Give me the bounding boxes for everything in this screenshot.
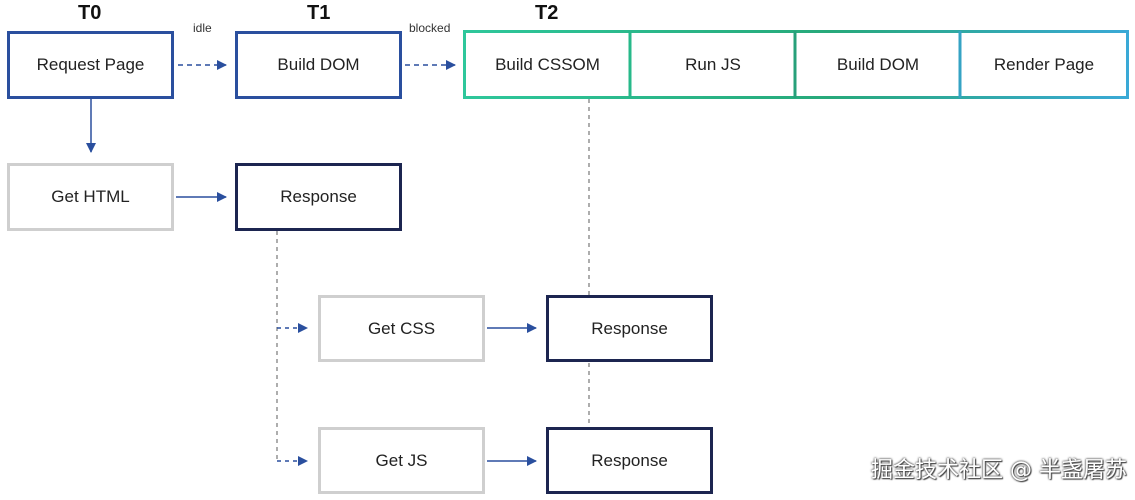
render-page-box: Render Page: [993, 54, 1095, 74]
css-response-box: Response: [546, 295, 713, 362]
build-dom-box-1: Build DOM: [235, 31, 402, 99]
watermark-text: 掘金技术社区 @ 半盏屠苏: [871, 458, 1127, 483]
js-response-box: Response: [546, 427, 713, 494]
get-js-box: Get JS: [318, 427, 485, 494]
time-label-t1: T1: [307, 2, 331, 24]
time-label-t0: T0: [78, 2, 102, 24]
idle-label: idle: [193, 21, 212, 35]
run-js-box: Run JS: [685, 54, 741, 74]
request-page-box: Request Page: [7, 31, 174, 99]
blocked-label: blocked: [409, 21, 451, 35]
build-cssom-box: Build CSSOM: [495, 54, 600, 74]
get-html-box: Get HTML: [7, 163, 174, 231]
build-dom-box-2: Build DOM: [836, 54, 920, 74]
get-css-box: Get CSS: [318, 295, 485, 362]
html-response-box: Response: [235, 163, 402, 231]
time-label-t2: T2: [535, 2, 559, 24]
